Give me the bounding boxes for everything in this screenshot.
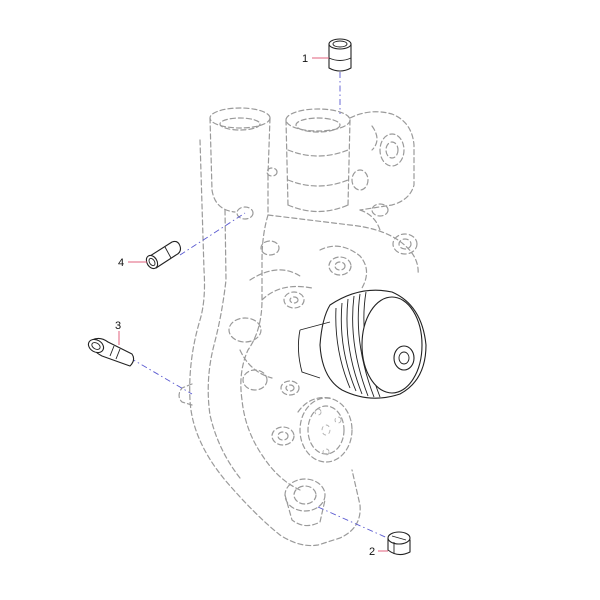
part-2-plug[interactable]: [387, 531, 411, 556]
callout-2: 2: [369, 546, 375, 558]
callout-4: 4: [118, 257, 124, 269]
water-pump-housing-ghost: [178, 107, 419, 547]
callout-1: 1: [302, 53, 308, 65]
drive-pulley: [297, 289, 427, 399]
callout-leaders: [118, 57, 388, 552]
part-4-pipe[interactable]: [144, 240, 182, 271]
centerlines: [129, 72, 393, 541]
part-3-pipe[interactable]: [86, 337, 135, 367]
callout-labels: 1 4 3 2: [115, 53, 375, 558]
callout-3: 3: [115, 320, 121, 332]
part-1-sleeve[interactable]: [328, 38, 352, 72]
